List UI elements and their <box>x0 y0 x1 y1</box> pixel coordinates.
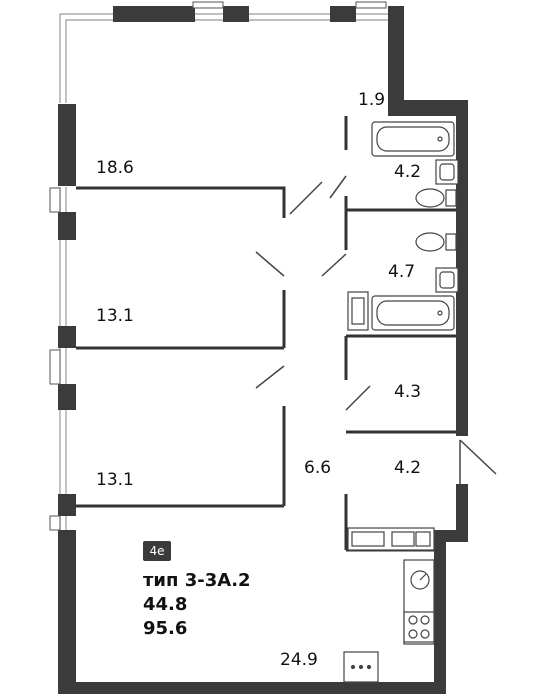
washing-machine <box>347 291 369 331</box>
window-casements <box>49 1 387 531</box>
sink-1 <box>435 159 459 185</box>
room-area-bedroom-2: 13.1 <box>96 470 134 490</box>
room-area-bath-1: 4.2 <box>394 162 422 182</box>
room-area-entrance: 4.2 <box>394 458 422 478</box>
room-area-living-1: 18.6 <box>96 158 134 178</box>
room-area-kitchen-living: 24.9 <box>280 650 318 670</box>
room-area-bath-2: 4.7 <box>388 262 416 282</box>
living-area: 44.8 <box>143 594 188 615</box>
apartment-badge: 4е <box>143 541 171 561</box>
room-area-hall: 6.6 <box>304 458 332 478</box>
bathtub-1 <box>371 121 455 157</box>
toilet-1 <box>415 188 457 208</box>
apartment-type: тип 3-3А.2 <box>143 570 251 591</box>
interior-walls <box>76 116 456 552</box>
stove <box>403 611 435 643</box>
kitchen-cabinets <box>347 527 435 551</box>
room-area-balcony: 1.9 <box>358 90 386 110</box>
total-area: 95.6 <box>143 618 188 639</box>
sink-2 <box>435 267 459 293</box>
toilet-2 <box>415 232 457 252</box>
outer-walls <box>58 6 468 694</box>
fridge <box>343 651 379 683</box>
room-area-bedroom-1: 13.1 <box>96 306 134 326</box>
room-area-storage: 4.3 <box>394 382 422 402</box>
bathtub-2 <box>371 295 455 331</box>
doors <box>255 175 497 484</box>
